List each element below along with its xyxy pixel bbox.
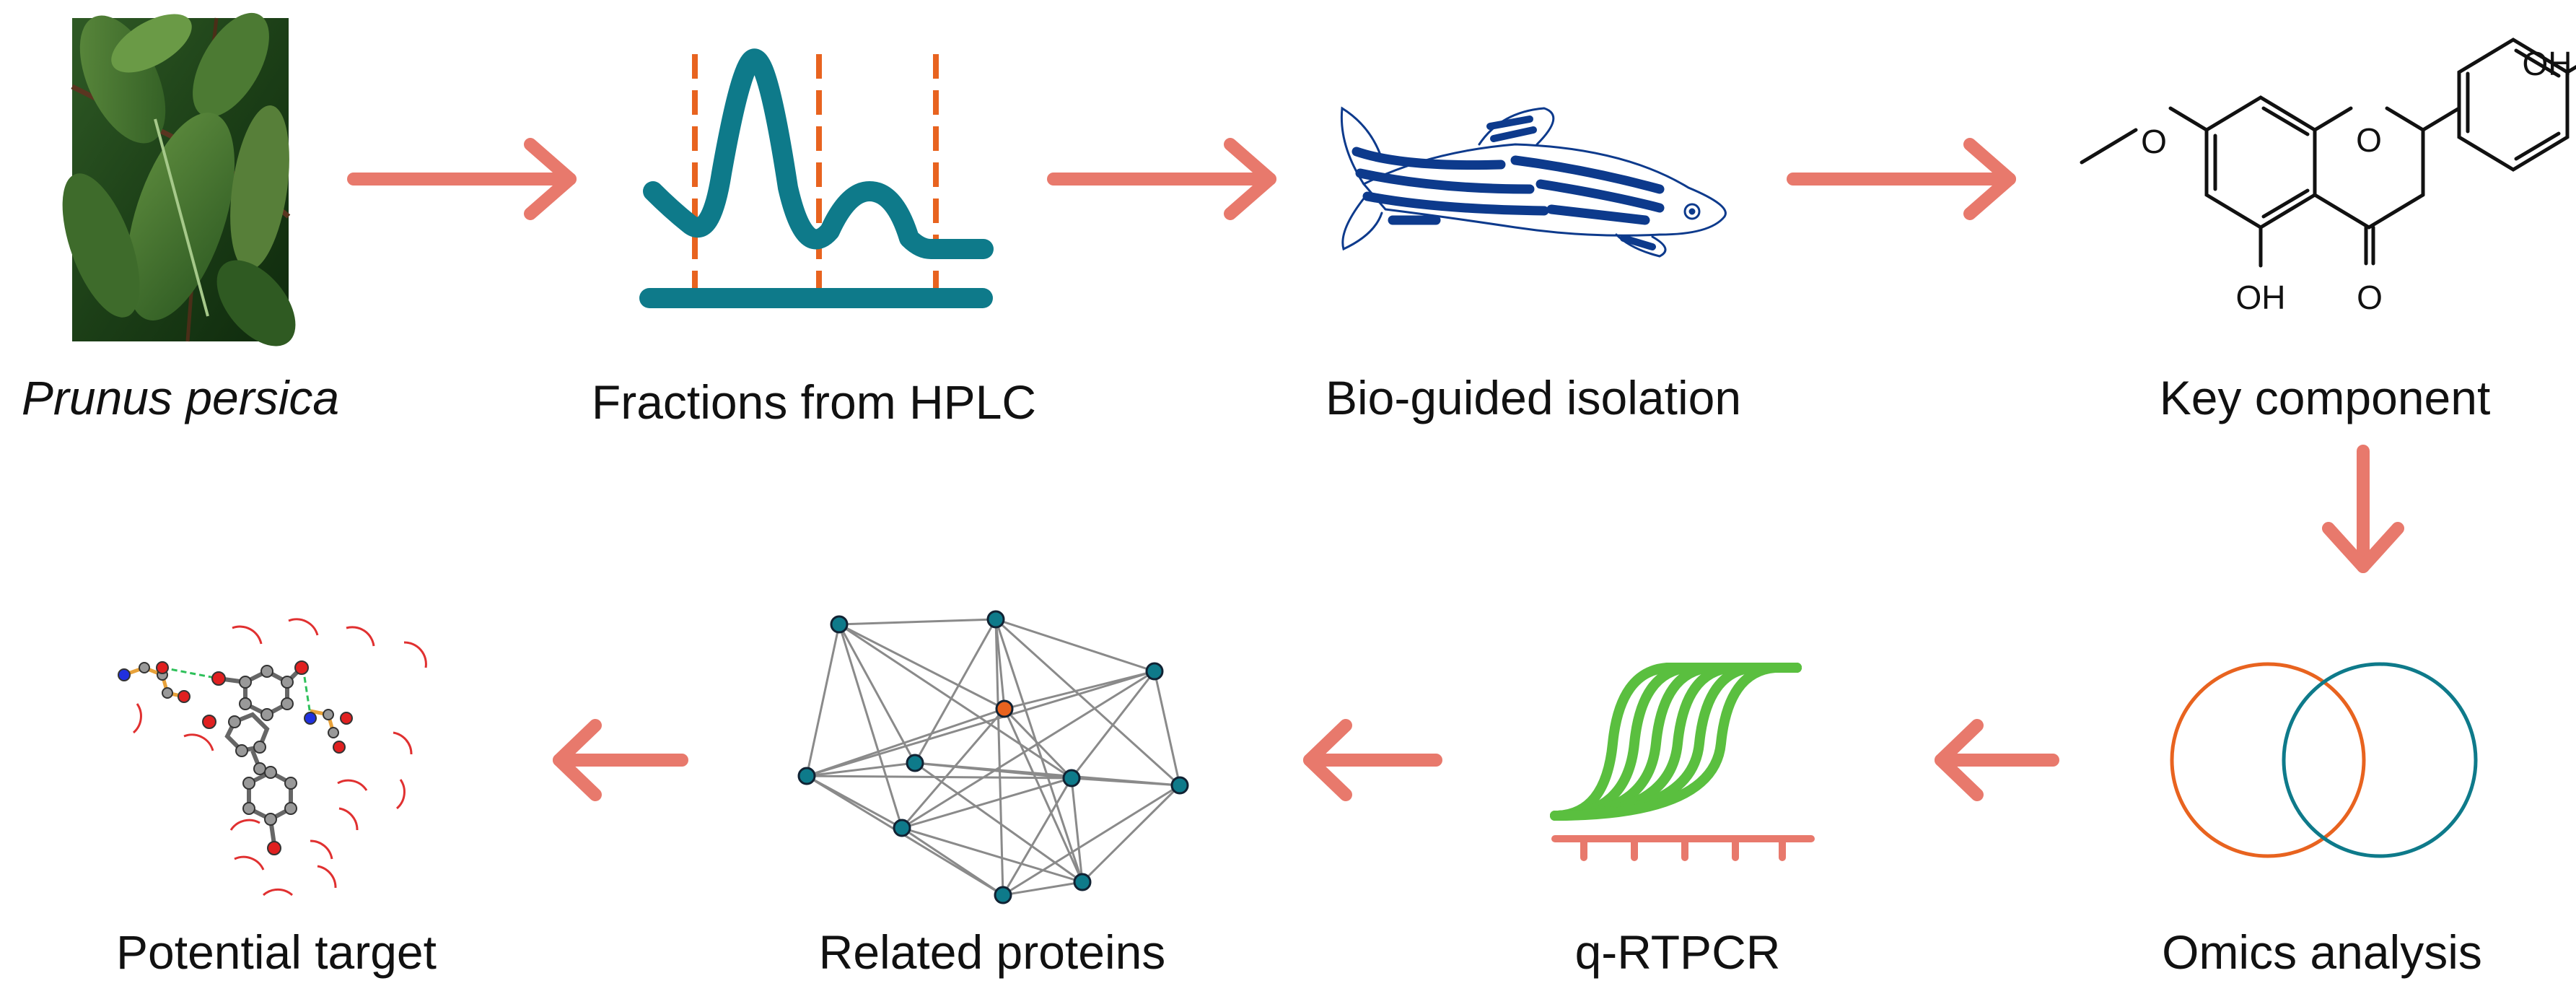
- arrow-plant-to-hplc: [347, 138, 577, 220]
- step-label-key-component: Key component: [2159, 371, 2491, 424]
- oh-bottom-label: OH: [2236, 279, 2286, 316]
- step-label-omics-analysis: Omics analysis: [2162, 925, 2482, 979]
- oh-top-label: OH: [2523, 45, 2572, 82]
- amplification-curves-icon: [1550, 663, 1815, 861]
- protein-network-icon: [797, 610, 1189, 904]
- step-label-hplc-fractions: Fractions from HPLC: [591, 375, 1037, 429]
- methoxy-o-label: O: [2141, 123, 2167, 160]
- arrow-omics-to-pcr: [1935, 719, 2059, 801]
- arrow-hplc-to-isolation: [1047, 138, 1276, 220]
- zebrafish-icon: [1340, 106, 1727, 258]
- arrow-pcr-to-proteins: [1303, 719, 1442, 801]
- plant-photo-icon: [62, 12, 296, 346]
- arrow-component-to-omics: [2322, 445, 2404, 573]
- arrow-proteins-to-target: [553, 719, 688, 801]
- docking-interaction-icon: [118, 618, 427, 897]
- step-label-prunus-persica: Prunus persica: [21, 371, 340, 424]
- carbonyl-o-label: O: [2357, 279, 2383, 316]
- flavanone-structure-icon: [2080, 38, 2576, 268]
- flavanone-atom-labels: O O O OH OH: [2141, 45, 2572, 316]
- ring-o-label: O: [2356, 121, 2382, 159]
- venn-diagram-icon: [2170, 662, 2478, 858]
- step-label-bio-guided-isolation: Bio-guided isolation: [1325, 371, 1742, 424]
- step-label-related-proteins: Related proteins: [818, 925, 1166, 979]
- step-label-potential-target: Potential target: [116, 925, 437, 979]
- step-label-q-rtpcr: q-RTPCR: [1574, 925, 1781, 979]
- hplc-chromatogram-icon: [639, 48, 994, 308]
- arrow-isolation-to-component: [1787, 138, 2016, 220]
